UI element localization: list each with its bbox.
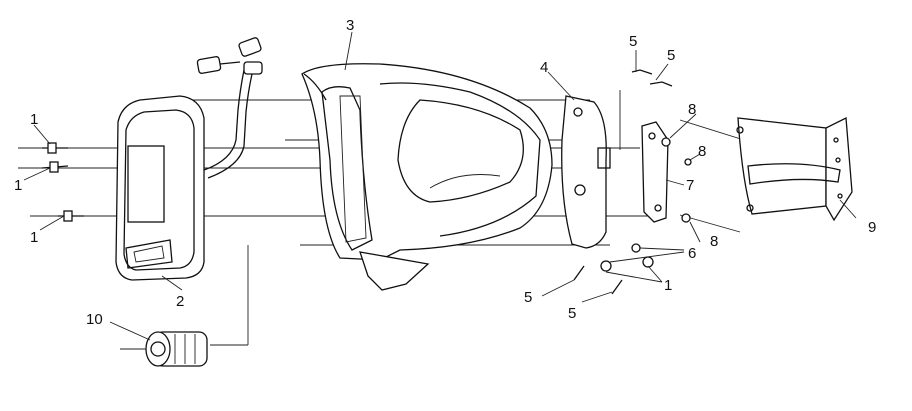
screw-1b xyxy=(41,161,69,173)
lens-frame-part xyxy=(115,95,205,281)
mounting-plate-part xyxy=(736,116,853,222)
callout-1b: 1 xyxy=(14,177,22,194)
callout-1d: 1 xyxy=(664,277,672,294)
strip-bracket-part xyxy=(641,121,669,223)
screw-parts xyxy=(41,142,84,222)
callout-5d: 5 xyxy=(568,305,576,322)
screw-1c xyxy=(58,210,84,222)
screw-1a xyxy=(42,142,68,154)
callout-5c: 5 xyxy=(524,289,532,306)
callout-8b: 8 xyxy=(698,143,706,160)
callout-5a: 5 xyxy=(629,33,637,50)
callout-1a: 1 xyxy=(30,111,38,128)
leader-lines xyxy=(23,31,857,341)
callout-5b: 5 xyxy=(667,47,675,64)
mounting-bracket-part xyxy=(561,95,611,249)
small-hardware xyxy=(573,69,692,295)
callout-8a: 8 xyxy=(688,101,696,118)
callout-2: 2 xyxy=(176,293,184,310)
bulb-socket-part xyxy=(120,331,208,367)
callout-9: 9 xyxy=(868,219,876,236)
callout-labels: 1 1 1 2 3 4 5 5 8 8 7 8 6 9 1 5 5 10 xyxy=(14,17,876,328)
callout-7: 7 xyxy=(686,177,694,194)
callout-10: 10 xyxy=(86,311,103,328)
callout-4: 4 xyxy=(540,59,548,76)
callout-8c: 8 xyxy=(710,233,718,250)
callout-3: 3 xyxy=(346,17,354,34)
wiring-harness-part xyxy=(196,37,263,179)
headlight-housing-part xyxy=(301,63,553,291)
callout-6: 6 xyxy=(688,245,696,262)
callout-1c: 1 xyxy=(30,229,38,246)
